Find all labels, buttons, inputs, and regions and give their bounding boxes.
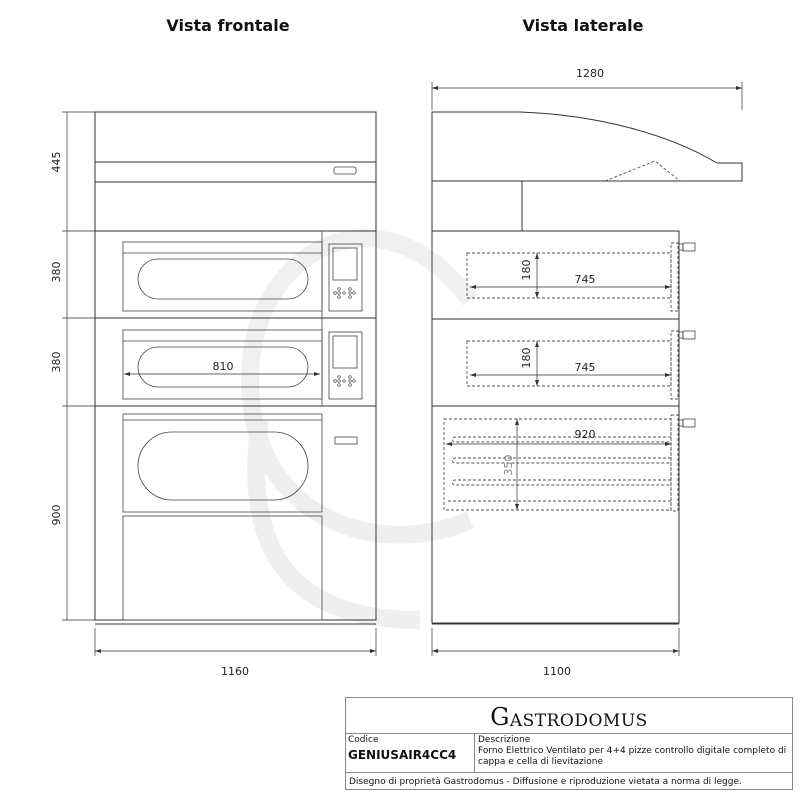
side-dimensions: 1280 1100 <box>431 67 743 678</box>
deck-2-door: 810 <box>122 329 363 400</box>
description-label: Descrizione <box>478 735 531 745</box>
watermark <box>240 229 478 629</box>
front-view: 810 <box>94 111 377 625</box>
dim-deck1-height: 380 <box>50 262 63 283</box>
hood-handle <box>333 166 357 175</box>
deck-1-door <box>122 241 363 312</box>
display-screen-1 <box>332 247 358 281</box>
logo-rest: ASTRODOMUS <box>509 711 648 731</box>
control-panel-1 <box>328 243 363 312</box>
side-view-title: Vista laterale <box>523 16 644 35</box>
dim-side-deck1-depth: 745 <box>575 273 596 286</box>
front-dimensions: 445 380 380 900 1160 <box>50 111 377 678</box>
front-view-title: Vista frontale <box>166 16 289 35</box>
dim-total-width: 1160 <box>221 665 249 678</box>
dim-side-deck2-height: 180 <box>520 348 533 369</box>
dim-side-cell-depth: 920 <box>575 428 596 441</box>
dim-chamber-width: 810 <box>213 360 234 373</box>
logo-initial: G <box>490 703 510 731</box>
dim-hood-height: 445 <box>50 152 63 173</box>
code-label: Codice <box>348 735 379 745</box>
ownership-notice: Disegno di proprietà Gastrodomus - Diffu… <box>349 777 742 787</box>
dim-side-deck2-depth: 745 <box>575 361 596 374</box>
description-text: Forno Elettrico Ventilato per 4+4 pizze … <box>478 746 787 767</box>
control-panel-2 <box>328 331 363 400</box>
product-code: GENIUSAIR4CC4 <box>348 748 457 762</box>
side-view: 180 745 180 745 920 350 <box>431 111 743 625</box>
dim-body-depth: 1100 <box>543 665 571 678</box>
display-screen-2 <box>332 335 358 369</box>
dim-deck2-height: 380 <box>50 352 63 373</box>
dim-cell-height: 900 <box>50 505 63 526</box>
proving-cell <box>122 413 358 621</box>
dim-total-depth: 1280 <box>576 67 604 80</box>
dim-side-cell-height: 350 <box>502 455 515 476</box>
dim-side-deck1-height: 180 <box>520 260 533 281</box>
